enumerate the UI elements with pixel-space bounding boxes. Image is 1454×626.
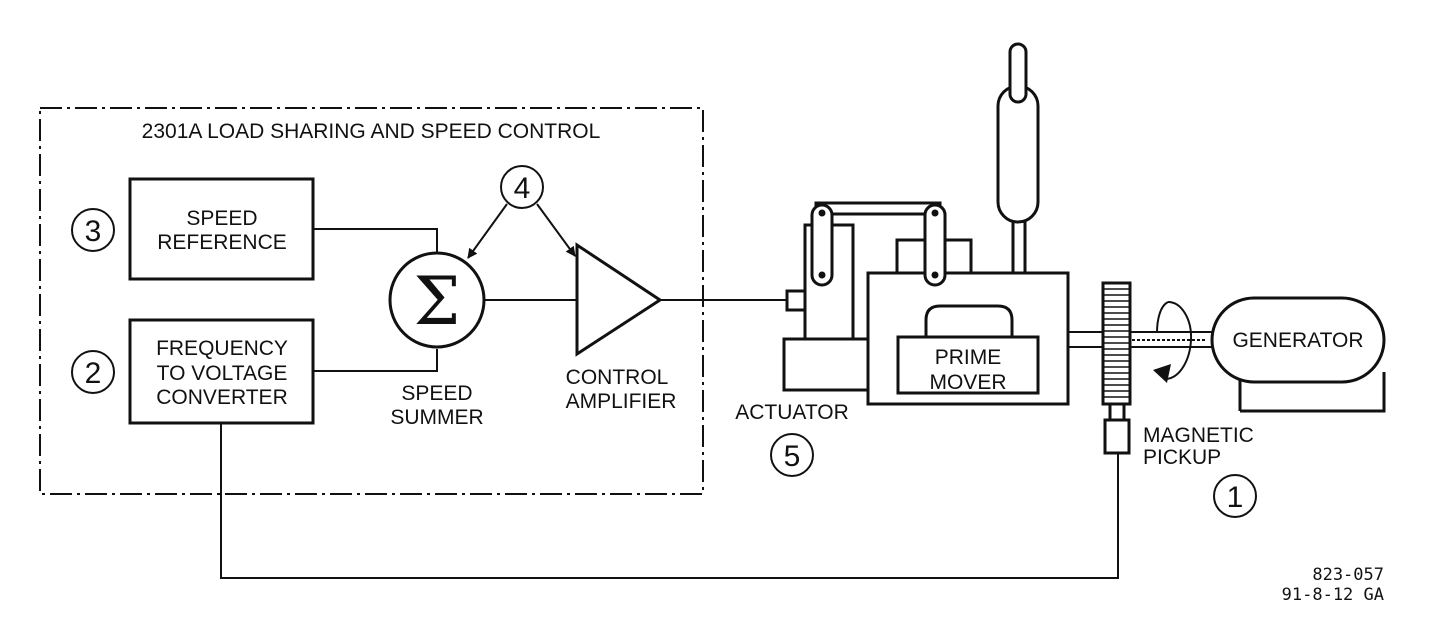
control-amplifier: CONTROL AMPLIFIER: [566, 242, 677, 413]
wire-converter-to-summer: [313, 349, 438, 372]
actuator-label: ACTUATOR: [735, 401, 849, 424]
generator: GENERATOR: [1210, 296, 1386, 413]
svg-text:3: 3: [85, 215, 102, 248]
frequency-converter-block: FREQUENCY TO VOLTAGE CONVERTER: [128, 318, 315, 425]
marker-2: 2: [71, 350, 115, 394]
prime-mover: PRIME MOVER: [866, 203, 1070, 406]
arrow-to-amplifier: [536, 203, 576, 257]
prime-mover-label-line2: MOVER: [929, 371, 1006, 394]
speed-summer-label-line2: SUMMER: [390, 406, 483, 429]
marker-4: 4: [500, 165, 544, 209]
prime-mover-label-line1: PRIME: [935, 346, 1002, 369]
marker-5: 5: [770, 433, 814, 477]
frequency-converter-line3: CONVERTER: [156, 386, 287, 409]
speed-reference-block: SPEED REFERENCE: [128, 177, 315, 281]
drawing-date: 91-8-12 GA: [1282, 585, 1384, 605]
drawing-reference: 823-057 91-8-12 GA: [1282, 565, 1384, 605]
exhaust-stack: [996, 42, 1040, 275]
wire-reference-to-summer: [313, 228, 438, 252]
sigma-symbol: Σ: [414, 263, 461, 340]
svg-text:5: 5: [784, 440, 801, 473]
wire-pickup-to-converter: [220, 423, 1119, 579]
svg-text:1: 1: [1227, 481, 1244, 514]
speed-summer-label-line1: SPEED: [401, 382, 472, 405]
svg-text:4: 4: [514, 172, 531, 205]
speed-reference-label-line2: REFERENCE: [157, 231, 287, 254]
control-amplifier-label-line1: CONTROL: [566, 366, 669, 389]
speed-reference-label-line1: SPEED: [186, 207, 257, 230]
marker-1: 1: [1213, 474, 1257, 518]
speed-summer: Σ SPEED SUMMER: [388, 251, 486, 429]
magnetic-pickup-label-line2: PICKUP: [1143, 446, 1221, 469]
speed-gear: [1101, 281, 1132, 406]
svg-text:2: 2: [85, 357, 102, 390]
marker-3: 3: [71, 208, 115, 252]
generator-label: GENERATOR: [1232, 329, 1363, 352]
arrow-to-summer: [467, 203, 508, 259]
control-box-title: 2301A LOAD SHARING AND SPEED CONTROL: [142, 120, 601, 143]
drive-shaft: [1068, 331, 1220, 348]
magnetic-pickup-label-line1: MAGNETIC: [1143, 424, 1254, 447]
rotation-arrow-icon: [1153, 301, 1193, 383]
magnetic-pickup: MAGNETIC PICKUP: [1103, 402, 1254, 469]
drawing-number: 823-057: [1312, 565, 1384, 585]
frequency-converter-line1: FREQUENCY: [156, 337, 288, 360]
frequency-converter-line2: TO VOLTAGE: [157, 362, 288, 385]
control-amplifier-label-line2: AMPLIFIER: [566, 390, 677, 413]
